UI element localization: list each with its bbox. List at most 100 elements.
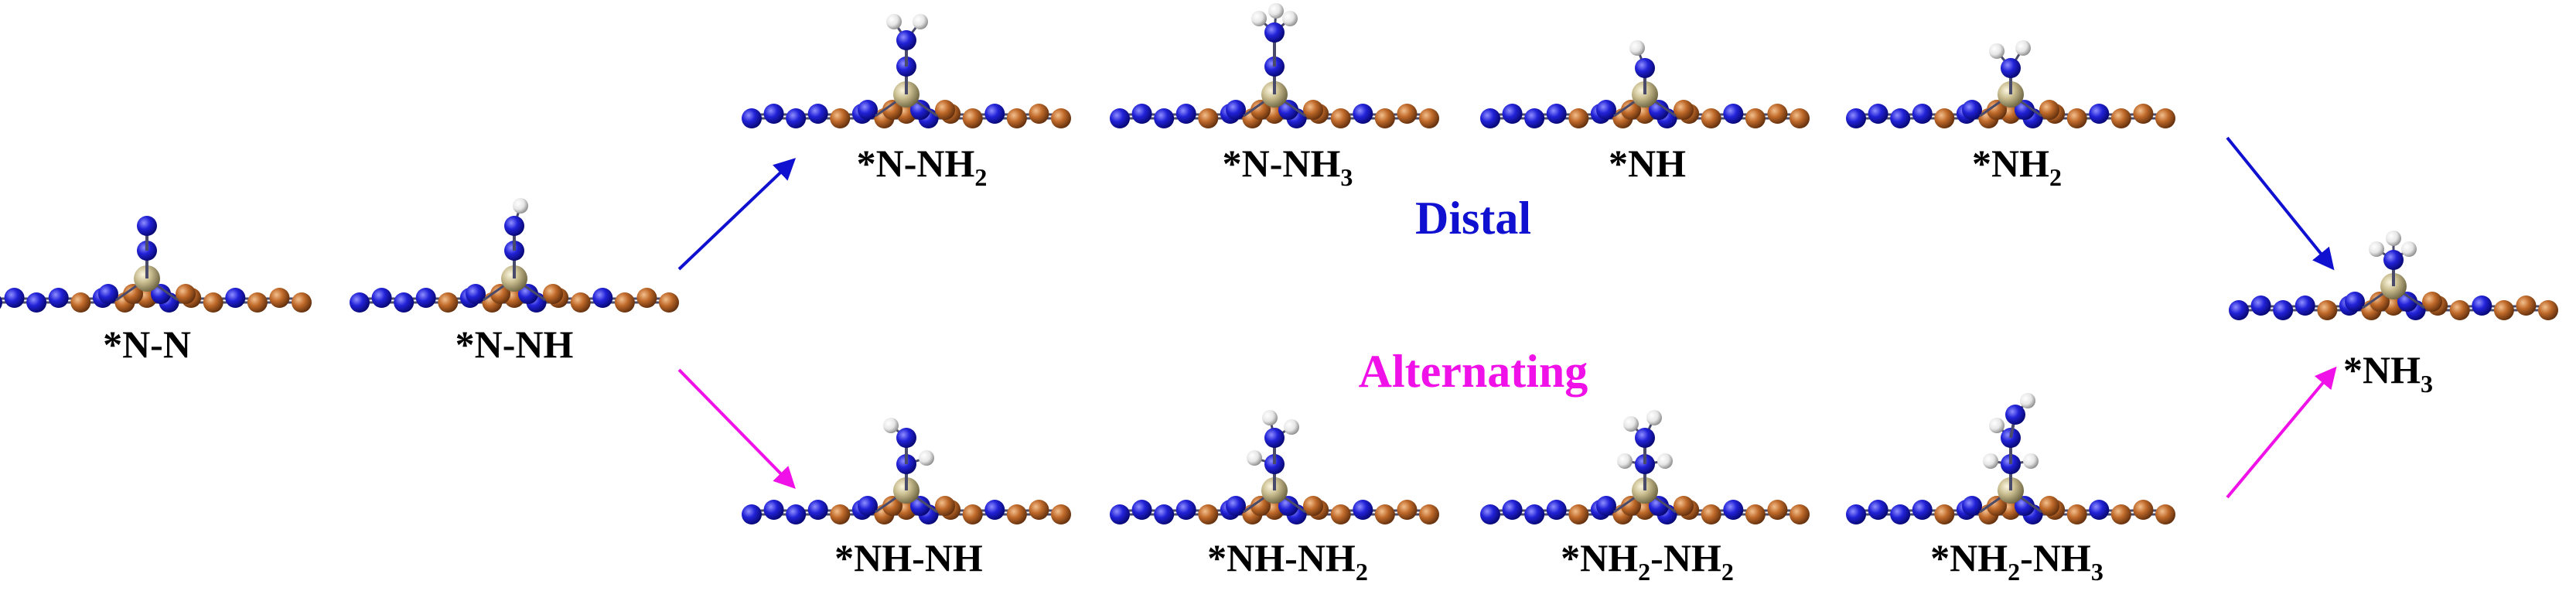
carbon-atom <box>1330 108 1351 128</box>
carbon-atom <box>2110 108 2131 128</box>
carbon-atom <box>1621 496 1641 516</box>
nitrogen-atom <box>1353 104 1373 124</box>
carbon-atom <box>1790 108 1810 128</box>
carbon-atom <box>1767 104 1788 124</box>
nitrogen-atom <box>1110 108 1130 128</box>
carbon-atom <box>490 284 510 304</box>
hydrogen-atom <box>1629 40 1645 56</box>
carbon-atom <box>1374 108 1395 128</box>
nitrogen-atom <box>786 504 807 524</box>
nitrogen-atom <box>1868 500 1888 520</box>
carbon-atom <box>1934 108 1955 128</box>
carbon-atom <box>1374 504 1395 524</box>
hydrogen-atom <box>886 14 902 29</box>
carbon-atom <box>2155 108 2175 128</box>
nitrogen-atom <box>896 428 916 448</box>
nitrogen-atom <box>1131 104 1152 124</box>
structure-nh2 <box>1846 40 2175 128</box>
nitrogen-atom <box>1110 504 1130 524</box>
carbon-atom <box>203 292 223 313</box>
structure-n-nh2 <box>742 14 1071 128</box>
carbon-atom <box>1419 504 1439 524</box>
nitrogen-atom <box>1226 100 1246 120</box>
nitrogen-atom <box>2345 292 2365 312</box>
hydrogen-atom <box>1657 453 1673 469</box>
label-n-nh2: *N-NH2 <box>857 142 988 191</box>
arrow-distal-to-nh3 <box>2226 136 2335 271</box>
carbon-atom <box>438 292 459 313</box>
carbon-atom <box>935 100 955 120</box>
hydrogen-atom <box>2020 393 2035 408</box>
carbon-atom <box>882 100 902 120</box>
carbon-atom <box>1767 500 1788 520</box>
carbon-atom <box>1674 496 1694 516</box>
nitrogen-atom <box>1890 108 1911 128</box>
hydrogen-atom <box>1262 410 1278 425</box>
hydrogen-atom <box>2023 453 2039 469</box>
nitrogen-atom <box>2397 292 2417 312</box>
nitrogen-atom <box>2015 496 2035 516</box>
nitrogen-atom <box>763 104 784 124</box>
nitrogen-atom <box>2015 100 2035 120</box>
nitrogen-atom <box>1890 504 1911 524</box>
nitrogen-atom <box>1846 108 1866 128</box>
hydrogen-atom <box>913 14 928 29</box>
nitrogen-atom <box>2472 296 2492 316</box>
nitrogen-atom <box>1546 500 1567 520</box>
structure-nh3 <box>2229 231 2558 320</box>
nitrogen-atom <box>592 288 613 308</box>
carbon-atom <box>1745 504 1766 524</box>
carbon-atom <box>1330 504 1351 524</box>
nitrogen-atom <box>1226 496 1246 516</box>
carbon-atom <box>882 496 902 516</box>
carbon-atom <box>962 108 983 128</box>
nitrogen-atom <box>1868 104 1888 124</box>
carbon-atom <box>1051 108 1071 128</box>
nitrogen-atom <box>763 500 784 520</box>
carbon-atom <box>2066 108 2087 128</box>
nitrogen-atom <box>26 292 47 313</box>
hydrogen-atom <box>1284 419 1299 435</box>
nitrogen-atom <box>1480 108 1500 128</box>
nitrogen-atom <box>350 292 370 313</box>
nitrogen-atom <box>1154 108 1175 128</box>
label-nh-nh2: *NH-NH2 <box>1207 536 1368 586</box>
carbon-atom <box>935 496 955 516</box>
carbon-atom <box>2370 292 2390 312</box>
carbon-atom <box>2422 292 2442 312</box>
hydrogen-atom <box>1247 450 1262 466</box>
nitrogen-atom <box>1912 500 1933 520</box>
nitrogen-atom <box>1154 504 1175 524</box>
nitrogen-atom <box>1723 500 1744 520</box>
carbon-atom <box>2039 100 2059 120</box>
carbon-atom <box>570 292 591 313</box>
carbon-atom <box>2516 296 2537 316</box>
structure-n-nh3 <box>1110 3 1439 128</box>
arrow-alternating-to-nh3 <box>2226 366 2337 499</box>
distal-pathway-label: Distal <box>1415 193 1531 244</box>
nitrogen-atom <box>4 288 25 308</box>
nitrogen-atom <box>2273 300 2294 320</box>
nitrogen-atom <box>2383 250 2404 270</box>
nitrogen-atom <box>1649 100 1669 120</box>
nitrogen-atom <box>137 216 157 236</box>
hydrogen-atom <box>1623 416 1639 432</box>
hydrogen-atom <box>1983 453 1998 469</box>
structure-nh-nh <box>742 418 1071 524</box>
nitrogen-atom <box>415 288 436 308</box>
nitrogen-atom <box>742 504 762 524</box>
structure-nh-nh2 <box>1110 410 1439 524</box>
carbon-atom <box>1198 504 1219 524</box>
carbon-atom <box>1250 100 1271 120</box>
nitrogen-atom <box>0 296 2 309</box>
nitrogen-atom <box>466 284 486 304</box>
nitrogen-atom <box>2089 104 2110 124</box>
nitrogen-atom <box>984 104 1005 124</box>
nitrogen-atom <box>1723 104 1744 124</box>
carbon-atom <box>1745 108 1766 128</box>
nitrogen-atom <box>1264 428 1285 448</box>
hydrogen-atom <box>883 418 899 433</box>
carbon-atom <box>1701 108 1721 128</box>
hydrogen-atom <box>1617 453 1633 469</box>
